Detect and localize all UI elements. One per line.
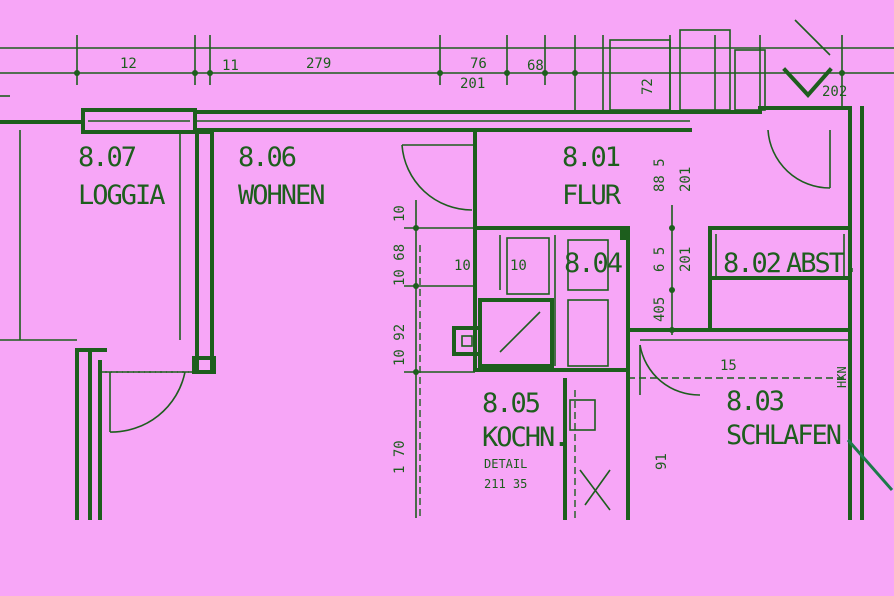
detail-note: DETAIL [484,457,527,471]
dimension-label: 6 5 [652,247,668,272]
dimension-label: 88 5 [652,158,668,192]
dimension-label: 201 [678,247,694,272]
room-number: 8.04 [564,248,622,279]
walls [0,19,894,520]
dimension-label: 91 [654,453,670,470]
dimension-label: 10 92 [392,324,408,366]
dimension-label: 1 70 [392,440,408,474]
dimension-label: 15 [720,358,737,374]
room-8-03: 8.03 SCHLAFEN [726,386,843,451]
dimension-label: 11 [222,58,239,74]
room-8-06: 8.06 WOHNEN [238,142,326,211]
dimension-label: 279 [306,56,331,72]
room-8-02: 8.02 ABST. [723,248,859,279]
room-8-05: 8.05 KOCHN. DETAIL 211 35 [482,388,570,491]
dimension-label: 12 [120,56,137,72]
room-number: 8.01 [562,142,620,173]
dimension-label: 405 [652,297,668,322]
room-number: 8.02 [723,248,780,279]
room-number: 8.05 [482,388,540,419]
room-8-04: 8.04 [564,248,624,279]
dimension-label: 10 [454,258,471,274]
dimension-label: 201 [678,167,694,192]
detail-note: 211 35 [484,477,527,491]
dimension-label: 76 [470,56,487,72]
room-name: ABST. [786,248,857,279]
room-number: 8.06 [238,142,296,173]
room-name: SCHLAFEN [726,420,841,451]
room-8-07: 8.07 LOGGIA [78,142,167,211]
dimension-label: 10 [392,205,408,222]
room-number: 8.07 [78,142,136,173]
room-name: WOHNEN [238,180,324,211]
dimension-label: 72 [640,78,656,95]
dimension-label: 68 [527,58,544,74]
room-name: LOGGIA [78,180,165,211]
room-name: KOCHN. [482,422,568,453]
dimension-label: 201 [460,76,485,92]
room-8-01: 8.01 FLUR [562,142,624,211]
room-number: 8.03 [726,386,784,417]
hkn-label: HKN [835,366,849,388]
dimension-labels: 12 11 279 76 201 68 72 202 10 10 68 10 9… [120,56,847,474]
dimension-label: 202 [822,84,847,100]
room-name: FLUR [562,180,622,211]
dimension-label: 10 68 [392,244,408,286]
dimension-label: 10 [510,258,527,274]
